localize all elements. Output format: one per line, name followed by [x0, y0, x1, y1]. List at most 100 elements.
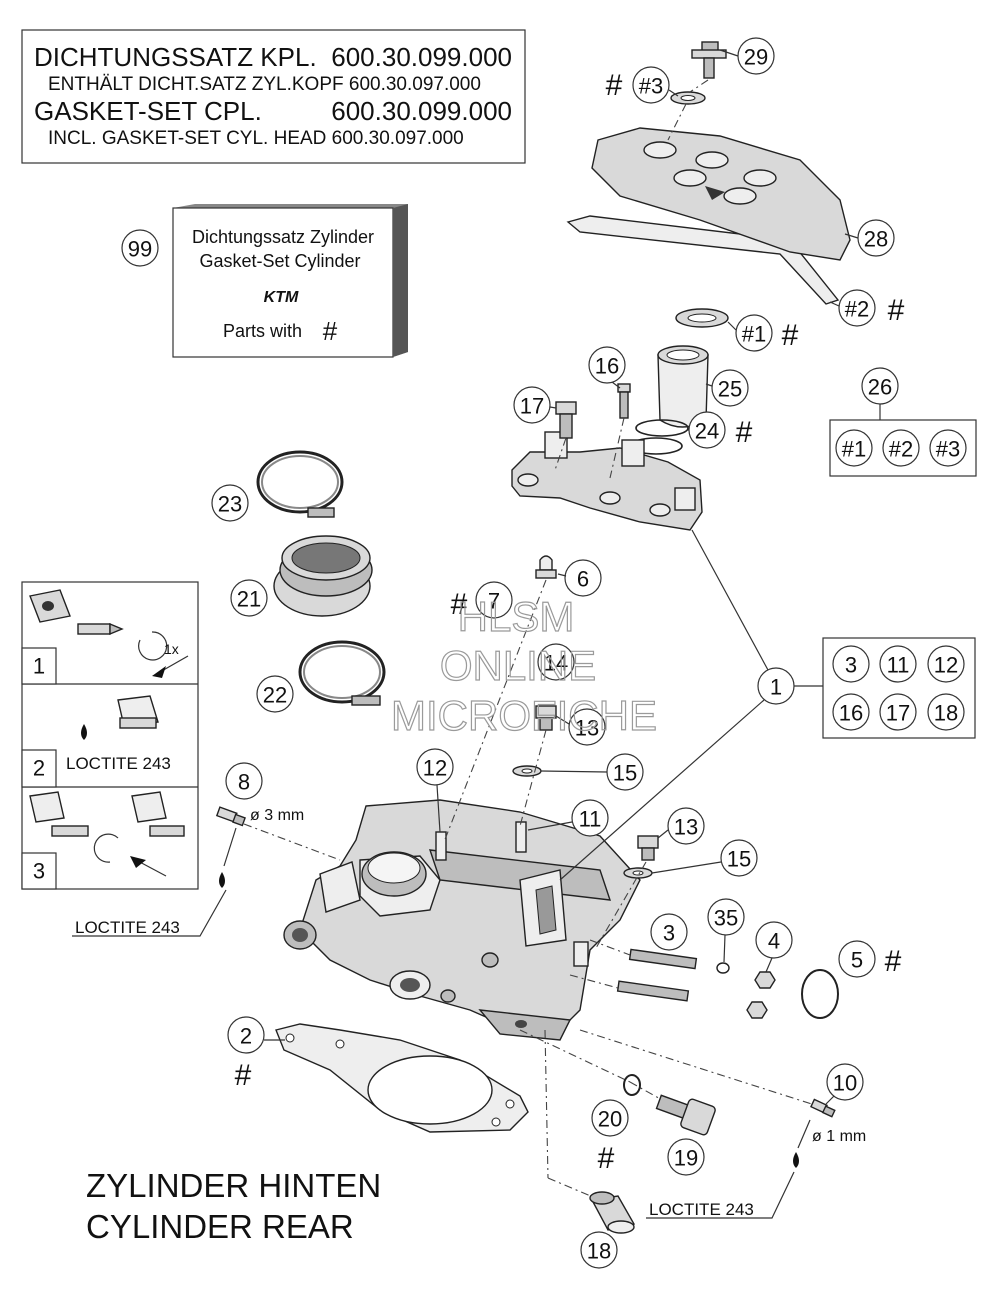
svg-text:13: 13 [674, 815, 698, 840]
group-1-member-17: 17 [886, 701, 910, 726]
svg-text:24: 24 [695, 419, 719, 444]
callout-23: 23 [211, 484, 249, 522]
svg-text:15: 15 [727, 847, 751, 872]
step-3-panel: 3 [21, 791, 185, 890]
box-front [172, 207, 394, 358]
watermark-line-3: MICROFICHE [391, 692, 657, 739]
callout-35: 35 [707, 898, 745, 936]
svg-text:7: 7 [488, 589, 500, 614]
svg-text:4: 4 [768, 929, 780, 954]
group-1-member-11: 11 [887, 653, 910, 678]
callout-2: 2 [227, 1016, 265, 1054]
nut-13-right [637, 835, 659, 861]
valve-cover-bolt [691, 41, 727, 79]
title-german: ZYLINDER HINTEN [86, 1167, 381, 1204]
seal-ring-s1 [675, 308, 729, 328]
loctite-right-leader [646, 1171, 795, 1219]
callout-22: 22 [256, 675, 294, 713]
group-1-member-18: 18 [934, 701, 958, 726]
svg-text:3: 3 [663, 921, 675, 946]
watermark: HLSM ONLINE MICROFICHE [390, 592, 657, 739]
temperature-sensor-19 [655, 1094, 716, 1136]
step-3-number: 3 [33, 859, 45, 884]
group-1-member-16: 16 [839, 701, 863, 726]
svg-text:14: 14 [544, 651, 568, 676]
callout-18: 18 [580, 1231, 618, 1269]
callout-s3: #3 [632, 66, 670, 104]
callout-s2: #2 [838, 289, 876, 327]
ktm-logo: KTM [264, 289, 299, 306]
cylinder-head [283, 799, 641, 1041]
hash-24: # [736, 416, 753, 449]
loctite-right-label: LOCTITE 243 [649, 1200, 754, 1219]
gasket-set-en-name: GASKET-SET CPL. [34, 96, 262, 126]
dia-1mm-label: ø 1 mm [812, 1128, 866, 1145]
svg-text:17: 17 [520, 394, 544, 419]
valve-cover [591, 127, 851, 261]
callout-16: 16 [588, 346, 626, 384]
callout-s1: #1 [735, 314, 773, 352]
svg-text:6: 6 [577, 567, 589, 592]
callout-14: 14 [537, 643, 575, 681]
callout-6: 6 [564, 559, 602, 597]
loctite-drop-left [219, 872, 225, 888]
parts-with-label: Parts with [223, 321, 302, 341]
intake-rubber-21 [273, 535, 373, 617]
callout-8: 8 [225, 762, 263, 800]
group-26: 26 #1 #2 #3 [829, 367, 977, 477]
loctite-left-leader [72, 889, 227, 937]
nut-13-upper [535, 705, 557, 731]
svg-text:11: 11 [579, 807, 602, 832]
callout-13-right: 13 [667, 807, 705, 845]
loctite-left-label: LOCTITE 243 [75, 918, 180, 937]
hash-s1: # [782, 319, 799, 352]
gasket-set-en-contents: INCL. GASKET-SET CYL. HEAD 600.30.097.00… [48, 128, 464, 149]
box-side [393, 204, 408, 357]
svg-text:29: 29 [744, 45, 768, 70]
svg-text:25: 25 [718, 377, 742, 402]
hash-2: # [235, 1059, 252, 1092]
group-26-member-1: #1 [842, 437, 866, 462]
o-ring-5 [801, 969, 839, 1019]
step-1-panel: 1x 1 [21, 589, 189, 685]
callout-4: 4 [755, 921, 793, 959]
svg-text:16: 16 [595, 354, 619, 379]
svg-text:12: 12 [423, 756, 447, 781]
gasket-set-de-name: DICHTUNGSSATZ KPL. [34, 42, 317, 72]
group-26-member-2: #2 [889, 437, 913, 462]
callout-28: 28 [857, 219, 895, 257]
gasket-set-de-contents: ENTHÄLT DICHT.SATZ ZYL.KOPF 600.30.097.0… [48, 74, 481, 95]
callout-3: 3 [650, 913, 688, 951]
dia-3mm-label: ø 3 mm [250, 807, 304, 824]
callout-7: 7 [475, 581, 513, 619]
gasket-set-info-box: DICHTUNGSSATZ KPL. 600.30.099.000 ENTHÄL… [21, 29, 526, 164]
group-26-member-3: #3 [936, 437, 960, 462]
callout-11: 11 [571, 799, 609, 837]
svg-text:15: 15 [613, 761, 637, 786]
callout-26 [861, 367, 899, 405]
hash-s3: # [606, 69, 623, 102]
svg-text:#2: #2 [845, 297, 869, 322]
fitting-8 [215, 806, 246, 827]
gasket-set-de-number: 600.30.099.000 [331, 42, 512, 72]
svg-text:5: 5 [851, 948, 863, 973]
hash-7: # [451, 588, 468, 621]
hash-s2: # [888, 294, 905, 327]
step-1-number: 1 [33, 654, 45, 679]
washer-35 [716, 962, 730, 974]
svg-text:20: 20 [598, 1107, 622, 1132]
head-gasket [275, 1023, 529, 1133]
callout-20: 20 [591, 1099, 629, 1137]
watermark-line-2: ONLINE [440, 642, 596, 689]
hash-20: # [598, 1142, 615, 1175]
callout-10: 10 [826, 1063, 864, 1101]
bolt-16 [617, 383, 631, 419]
group-1-member-3: 3 [845, 653, 857, 678]
callout-25: 25 [711, 369, 749, 407]
step-2-panel: 2 LOCTITE 243 [21, 695, 171, 788]
svg-text:19: 19 [674, 1146, 698, 1171]
svg-text:18: 18 [587, 1239, 611, 1264]
svg-text:99: 99 [128, 237, 152, 262]
callout-24: 24 [688, 411, 726, 449]
washer-15-upper [512, 765, 542, 777]
